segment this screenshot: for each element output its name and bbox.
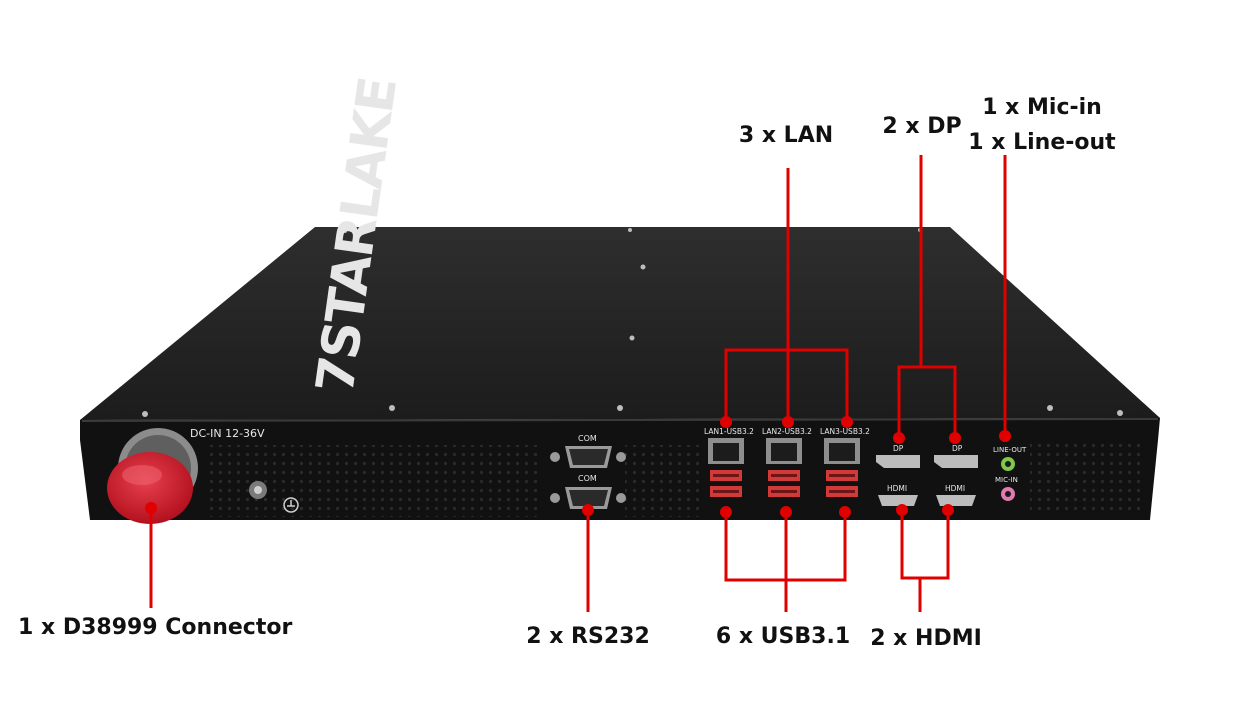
callout-rs232: 2 x RS232 xyxy=(526,624,650,649)
lan1-label: LAN1-USB3.2 xyxy=(704,427,754,436)
audio-jacks: LINE-OUT MIC-IN xyxy=(993,446,1027,501)
chassis-top xyxy=(80,227,1160,420)
dp-left-label: DP xyxy=(893,444,904,453)
hdmi-left-label: HDMI xyxy=(887,484,907,493)
callout-lines xyxy=(149,155,1007,612)
d38999-connector xyxy=(107,428,198,524)
hdmi-right-label: HDMI xyxy=(945,484,965,493)
callout-lan: 3 x LAN xyxy=(738,123,834,148)
chassis-screws xyxy=(142,228,1123,417)
line-out-label: LINE-OUT xyxy=(993,446,1027,454)
com-ports: COM COM xyxy=(550,434,626,509)
callout-mic-in: 1 x Mic-in xyxy=(982,95,1102,120)
callout-hdmi: 2 x HDMI xyxy=(870,626,982,651)
callout-dots xyxy=(145,416,1011,518)
ground-terminal xyxy=(249,481,299,513)
dp-right-label: DP xyxy=(952,444,963,453)
callout-usb: 6 x USB3.1 xyxy=(715,624,851,649)
vent-grilles xyxy=(210,440,1140,517)
mic-in-label: MIC-IN xyxy=(995,476,1018,484)
com-top-label: COM xyxy=(578,434,597,443)
callout-d38999: 1 x D38999 Connector xyxy=(18,615,293,640)
com-bottom-label: COM xyxy=(578,474,597,483)
dc-in-label: DC-IN 12-36V xyxy=(190,427,265,440)
callout-line-out: 1 x Line-out xyxy=(968,130,1116,155)
lan3-label: LAN3-USB3.2 xyxy=(820,427,870,436)
display-ports: DP DP HDMI HDMI xyxy=(876,444,978,506)
lan-usb-stacks: LAN1-USB3.2 LAN2-USB3.2 LAN3-USB3.2 xyxy=(704,427,870,497)
lan2-label: LAN2-USB3.2 xyxy=(762,427,812,436)
callout-dp: 2 x DP xyxy=(882,114,962,139)
